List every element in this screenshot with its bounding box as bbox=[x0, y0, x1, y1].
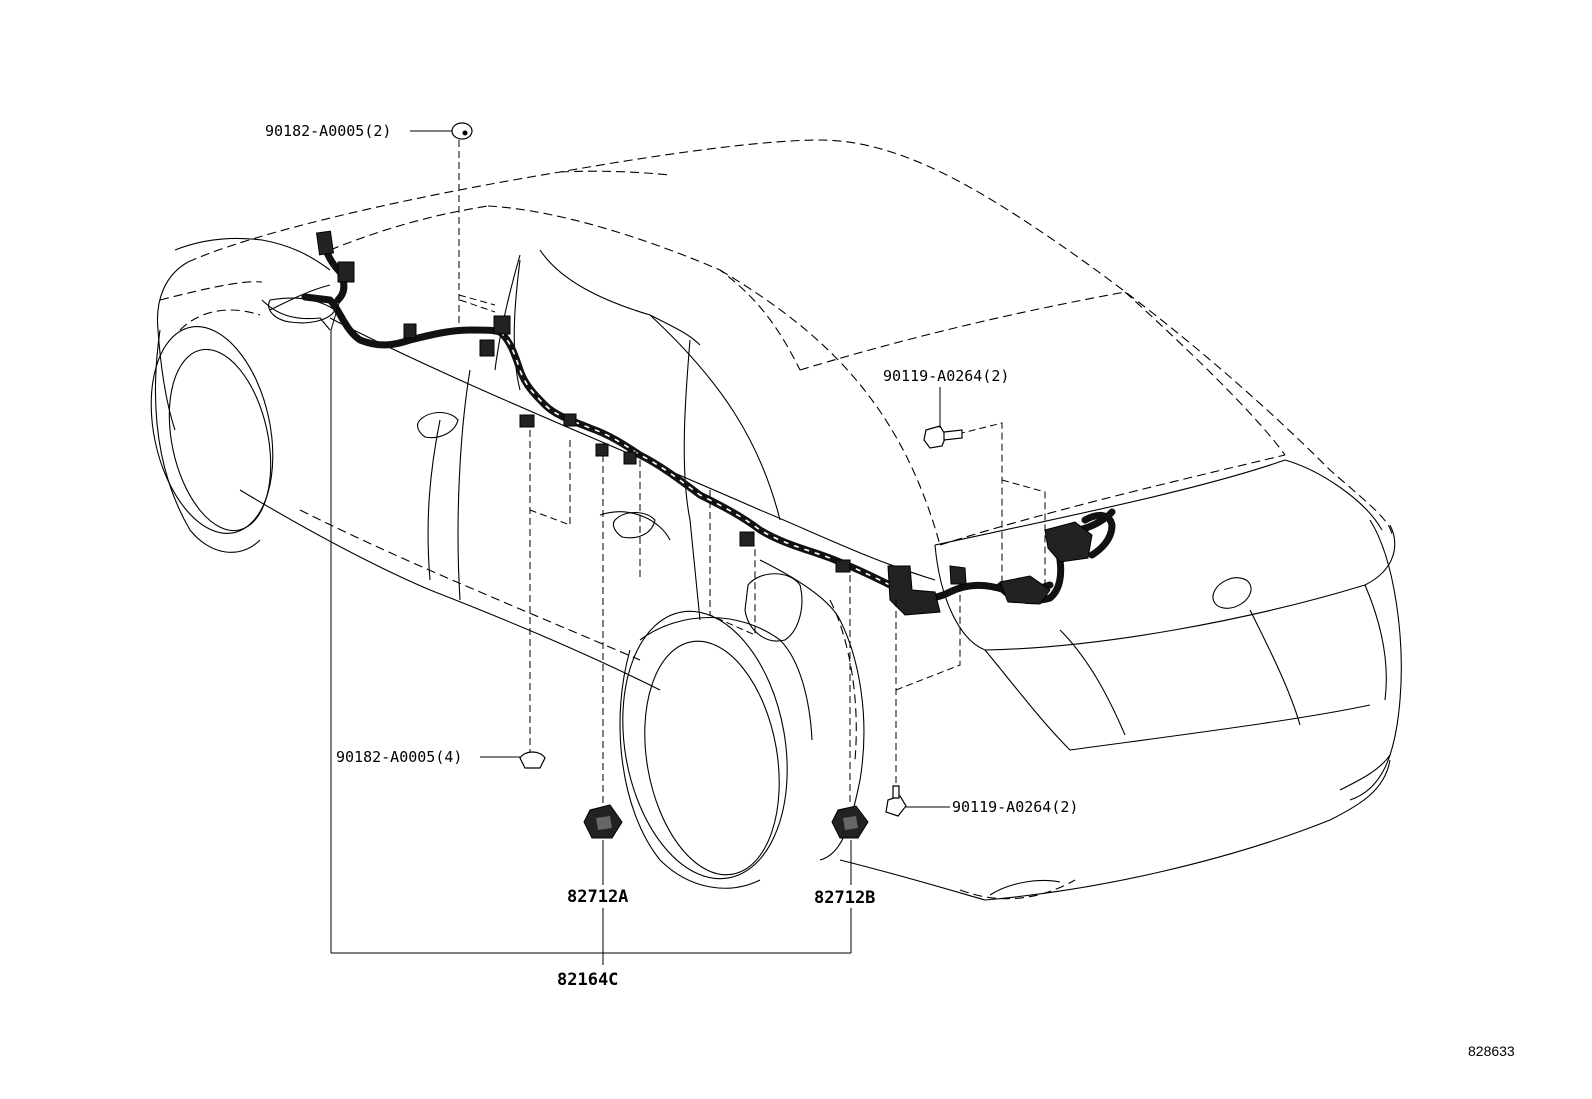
rear-wheel bbox=[619, 610, 813, 889]
callout-harness-assembly: 82164C bbox=[557, 970, 618, 990]
car-body-outline bbox=[150, 139, 1402, 901]
bolt-icon bbox=[923, 425, 963, 449]
wire-harness-icon bbox=[301, 230, 1116, 616]
clip-icon bbox=[451, 122, 473, 140]
grommet-icon-b bbox=[831, 805, 869, 839]
grommet-icon-a bbox=[583, 804, 623, 839]
callout-protector-a: 82712A bbox=[567, 887, 628, 907]
callout-protector-b: 82712B bbox=[814, 888, 875, 908]
bolt-icon-lower bbox=[885, 785, 907, 817]
callout-bolt-upper-right: 90119-A0264(2) bbox=[883, 367, 1009, 385]
front-wheel bbox=[150, 309, 274, 553]
assembly-lines bbox=[458, 140, 1046, 805]
callout-bolt-lower-right: 90119-A0264(2) bbox=[952, 798, 1078, 816]
leader-lines bbox=[330, 130, 950, 965]
callout-clip-lower-left: 90182-A0005(4) bbox=[336, 748, 462, 766]
figure-number: 828633 bbox=[1468, 1043, 1515, 1059]
callout-clip-top: 90182-A0005(2) bbox=[265, 122, 391, 140]
clip-icon-lower bbox=[519, 751, 546, 769]
